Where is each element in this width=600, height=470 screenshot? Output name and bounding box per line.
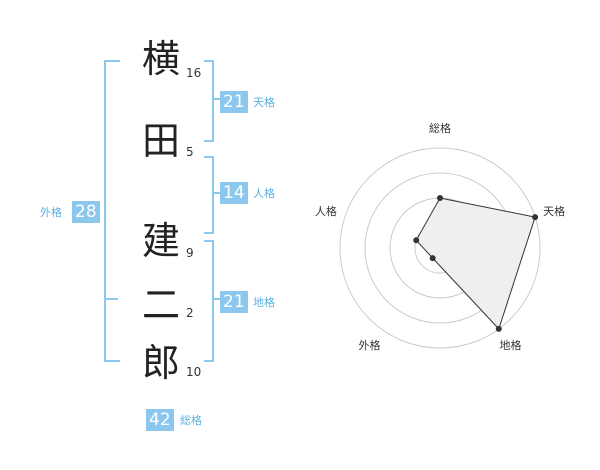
radar-axis-label-5: 人格 — [315, 204, 337, 218]
radar-point-2 — [532, 214, 539, 221]
name-char-3: 建 — [141, 219, 180, 263]
radar-series — [413, 195, 539, 332]
radar-point-1 — [437, 195, 443, 201]
radar-point-4 — [429, 255, 436, 262]
jin-bracket — [204, 156, 214, 234]
gai-bracket — [104, 60, 120, 362]
ten-kaku-badge: 21 — [220, 91, 248, 113]
ten-connector — [214, 98, 220, 100]
gai-kaku-label: 外格 — [40, 206, 62, 219]
radar-axis-label-2: 天格 — [543, 204, 565, 218]
ten-bracket — [204, 60, 214, 142]
chi-bracket — [204, 240, 214, 362]
stroke-count-3: 9 — [186, 246, 194, 260]
gai-bracket-tick — [106, 298, 118, 300]
jin-kaku-label: 人格 — [253, 187, 275, 200]
chi-kaku-badge: 21 — [220, 291, 248, 313]
chi-kaku-label: 地格 — [253, 296, 275, 309]
radar-axis-label-1: 総格 — [429, 121, 451, 135]
stroke-count-2: 5 — [186, 145, 194, 159]
stroke-count-4: 2 — [186, 306, 194, 320]
radar-point-3 — [495, 325, 502, 332]
radar-axis-label-3: 地格 — [500, 338, 522, 352]
stroke-count-1: 16 — [186, 66, 202, 80]
radar-ring-4 — [339, 147, 541, 349]
name-char-2: 田 — [141, 119, 180, 163]
chi-connector — [214, 298, 220, 300]
ten-kaku-label: 天格 — [253, 96, 275, 109]
gai-kaku-badge: 28 — [72, 201, 100, 223]
name-char-5: 郎 — [141, 341, 180, 385]
radar-axis-label-4: 外格 — [359, 338, 381, 352]
sou-kaku-label: 総格 — [180, 414, 202, 427]
name-char-4: 二 — [141, 283, 180, 327]
jin-kaku-badge: 14 — [220, 182, 248, 204]
radar-point-5 — [413, 237, 420, 244]
stroke-count-5: 10 — [186, 365, 202, 379]
radar-polygon — [415, 197, 536, 330]
sou-kaku-badge: 42 — [146, 409, 174, 431]
jin-connector — [214, 192, 220, 194]
name-char-1: 横 — [141, 37, 180, 81]
